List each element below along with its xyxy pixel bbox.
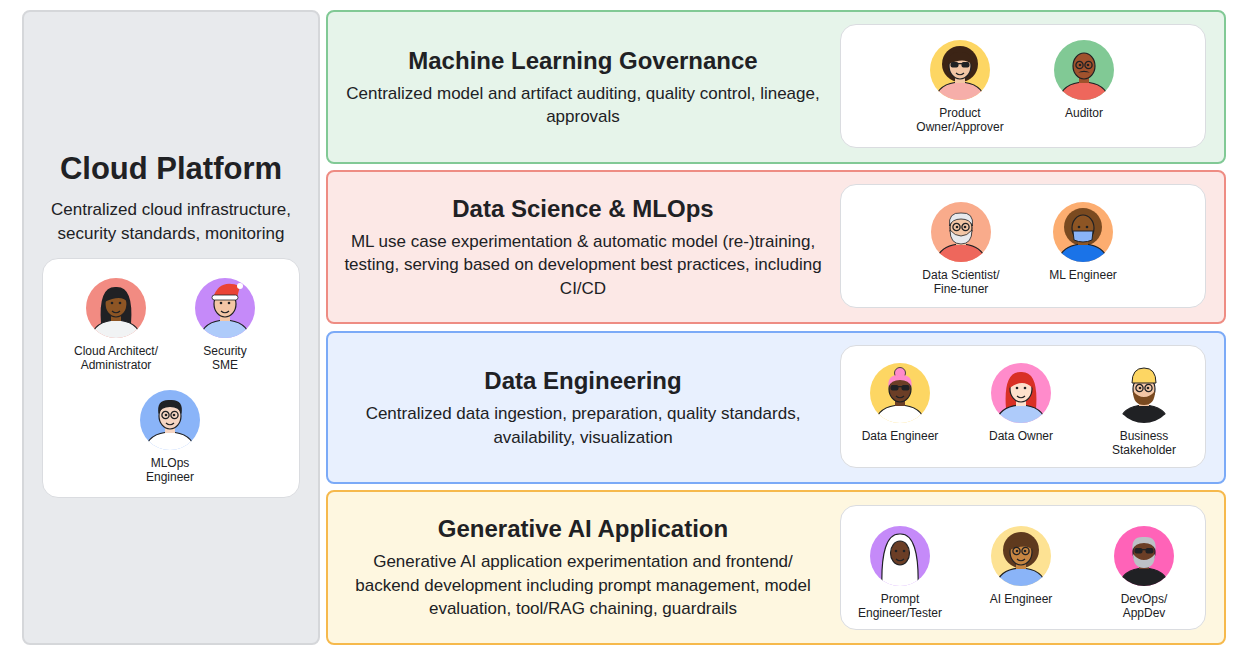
word: Prompt	[881, 592, 920, 606]
avatar	[1114, 363, 1174, 427]
text-group: Generative AI ApplicationGenerative AI a…	[343, 514, 823, 621]
text-group: Data Science & MLOps ML use case experime…	[343, 194, 823, 301]
role-person: Auditor	[1034, 40, 1134, 121]
role-label: Cloud Architect/ Administrator	[66, 345, 166, 372]
role-label: MLOps Engineer	[135, 457, 205, 484]
role-person: Product Owner/Approver	[910, 40, 1010, 134]
role-label: Auditor	[1034, 107, 1134, 121]
word: Stakeholder	[1112, 443, 1176, 457]
word: Owner/Approver	[916, 120, 1003, 134]
role-person: Prompt Engineer/Tester	[850, 526, 950, 620]
role-person: AI Engineer	[971, 526, 1071, 607]
role-person: Data Engineer	[850, 363, 950, 444]
role-label: Data Scientist/ Fine-tuner	[911, 269, 1011, 296]
band-title: Data Science & MLOps	[343, 194, 823, 224]
band-description: Centralized data ingestion, preparation,…	[343, 402, 823, 449]
text-group: Cloud PlatformCentralized cloud infrastr…	[30, 150, 312, 246]
word: Owner	[1018, 429, 1053, 443]
band-description: Centralized cloud infrastructure, securi…	[36, 198, 306, 246]
role-label: Prompt Engineer/Tester	[850, 593, 950, 620]
avatar	[991, 363, 1051, 427]
avatar	[1114, 526, 1174, 590]
role-card	[840, 24, 1206, 148]
band-description: Generative AI application experimentatio…	[343, 550, 823, 621]
avatar	[86, 278, 146, 342]
layer-band: Data Science & MLOps ML use case experime…	[326, 170, 1226, 324]
text-group: Data EngineeringCentralized data ingesti…	[343, 366, 823, 449]
role-label: Data Owner	[971, 430, 1071, 444]
role-card	[840, 184, 1206, 308]
word: ML	[1049, 268, 1065, 282]
role-person: MLOps Engineer	[135, 390, 205, 484]
text-group: Machine Learning GovernanceCentralized m…	[343, 46, 823, 129]
avatar	[140, 390, 200, 454]
role-label: Data Engineer	[850, 430, 950, 444]
role-label: Product Owner/Approver	[910, 107, 1010, 134]
role-person: Cloud Architect/ Administrator	[66, 278, 166, 372]
word: Architect/	[108, 344, 158, 358]
layer-band: Data EngineeringCentralized data ingesti…	[326, 331, 1226, 484]
word: Product	[939, 106, 980, 120]
word: AI	[990, 592, 1001, 606]
avatar	[1053, 202, 1113, 266]
platform-panel: Cloud PlatformCentralized cloud infrastr…	[22, 10, 320, 645]
role-label: Security SME	[195, 345, 255, 372]
avatar	[930, 40, 990, 104]
word: DevOps/	[1121, 592, 1168, 606]
avatar	[870, 363, 930, 427]
word: Cloud	[74, 344, 105, 358]
word: Engineer	[1004, 592, 1052, 606]
avatar	[991, 526, 1051, 590]
word: Auditor	[1065, 106, 1103, 120]
avatar	[931, 202, 991, 266]
word: Engineer	[146, 470, 194, 484]
band-title: Machine Learning Governance	[343, 46, 823, 76]
layer-band: Generative AI ApplicationGenerative AI a…	[326, 490, 1226, 645]
role-person: Data Scientist/ Fine-tuner	[911, 202, 1011, 296]
word: Administrator	[81, 358, 152, 372]
role-label: AI Engineer	[971, 593, 1071, 607]
word: Data	[922, 268, 947, 282]
word: Business	[1120, 429, 1169, 443]
avatar	[870, 526, 930, 590]
role-person: DevOps/ AppDev	[1109, 526, 1179, 620]
layer-band: Machine Learning GovernanceCentralized m…	[326, 10, 1226, 164]
role-person: Data Owner	[971, 363, 1071, 444]
role-person: Business Stakeholder	[1094, 363, 1194, 457]
word: Data	[862, 429, 887, 443]
avatar	[1054, 40, 1114, 104]
word: Scientist/	[951, 268, 1000, 282]
word: AppDev	[1123, 606, 1166, 620]
word: Fine-tuner	[934, 282, 989, 296]
word: Engineer/Tester	[858, 606, 942, 620]
word: MLOps	[151, 456, 190, 470]
band-description: Centralized model and artifact auditing,…	[343, 82, 823, 129]
avatar	[195, 278, 255, 342]
word: Engineer	[1069, 268, 1117, 282]
role-label: ML Engineer	[1033, 269, 1133, 283]
word: SME	[212, 358, 238, 372]
word: Engineer	[890, 429, 938, 443]
band-title: Generative AI Application	[343, 514, 823, 544]
word: Data	[989, 429, 1014, 443]
role-person: Security SME	[195, 278, 255, 372]
word: Security	[203, 344, 246, 358]
band-title: Data Engineering	[343, 366, 823, 396]
band-description: ML use case experimentation & automatic …	[343, 230, 823, 301]
role-label: DevOps/ AppDev	[1109, 593, 1179, 620]
band-title: Cloud Platform	[30, 150, 312, 188]
role-person: ML Engineer	[1033, 202, 1133, 283]
role-label: Business Stakeholder	[1094, 430, 1194, 457]
